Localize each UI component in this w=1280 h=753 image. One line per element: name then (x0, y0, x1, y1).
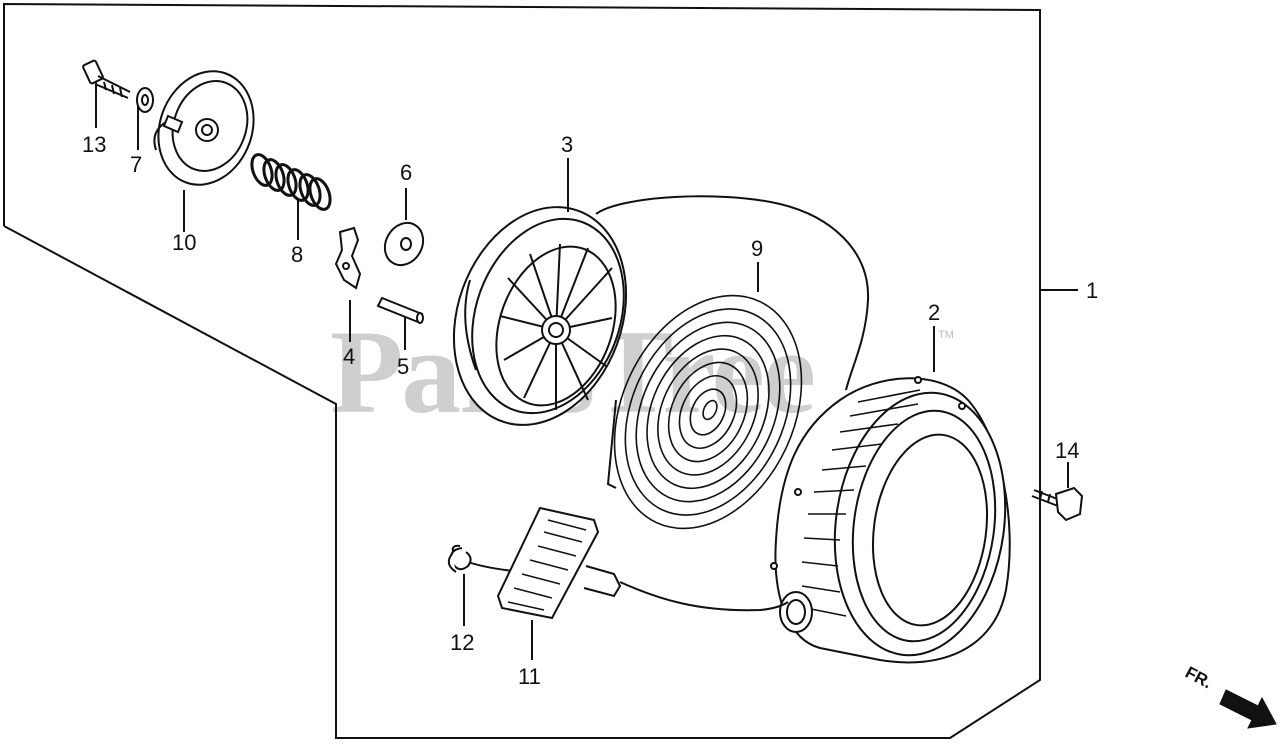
leader-lines (95, 82, 1078, 660)
callout-9: 9 (751, 236, 763, 261)
part-13-bolt (82, 59, 131, 99)
part-5-pin (376, 296, 424, 324)
callout-4: 4 (343, 344, 355, 369)
part-11-starter-grip (496, 506, 622, 620)
watermark-trademark: TM (938, 329, 954, 341)
callout-labels: 1 2 3 4 5 6 7 8 9 10 11 12 13 14 (82, 132, 1098, 689)
front-direction-indicator: FR. (1182, 663, 1277, 729)
callout-1: 1 (1086, 278, 1098, 303)
callout-13: 13 (82, 132, 106, 157)
callout-14: 14 (1055, 438, 1079, 463)
callout-10: 10 (172, 230, 196, 255)
starter-rope (595, 195, 870, 391)
front-direction-arrow-icon (1219, 689, 1277, 729)
case-vent-slots (801, 389, 921, 617)
callout-7: 7 (130, 152, 142, 177)
part-4-ratchet (334, 226, 362, 290)
part-9-recoil-spring (606, 294, 803, 530)
assembly-frame (3, 2, 1041, 739)
part-2-starter-case (770, 376, 1011, 664)
callout-3: 3 (561, 132, 573, 157)
callout-12: 12 (450, 630, 474, 655)
part-14-bolt (1031, 486, 1084, 522)
callout-5: 5 (397, 354, 409, 379)
part-8-spring (250, 153, 332, 211)
part-7-washer (136, 87, 154, 113)
rope-to-grip (619, 581, 789, 612)
callout-11: 11 (518, 664, 541, 689)
part-10-friction-plate (153, 70, 255, 186)
part-6-washer (383, 221, 425, 267)
part-3-reel (452, 206, 628, 426)
front-direction-label: FR. (1182, 663, 1215, 693)
callout-8: 8 (291, 242, 303, 267)
part-12-clip (447, 547, 472, 573)
callout-6: 6 (400, 160, 412, 185)
callout-2: 2 (928, 300, 940, 325)
